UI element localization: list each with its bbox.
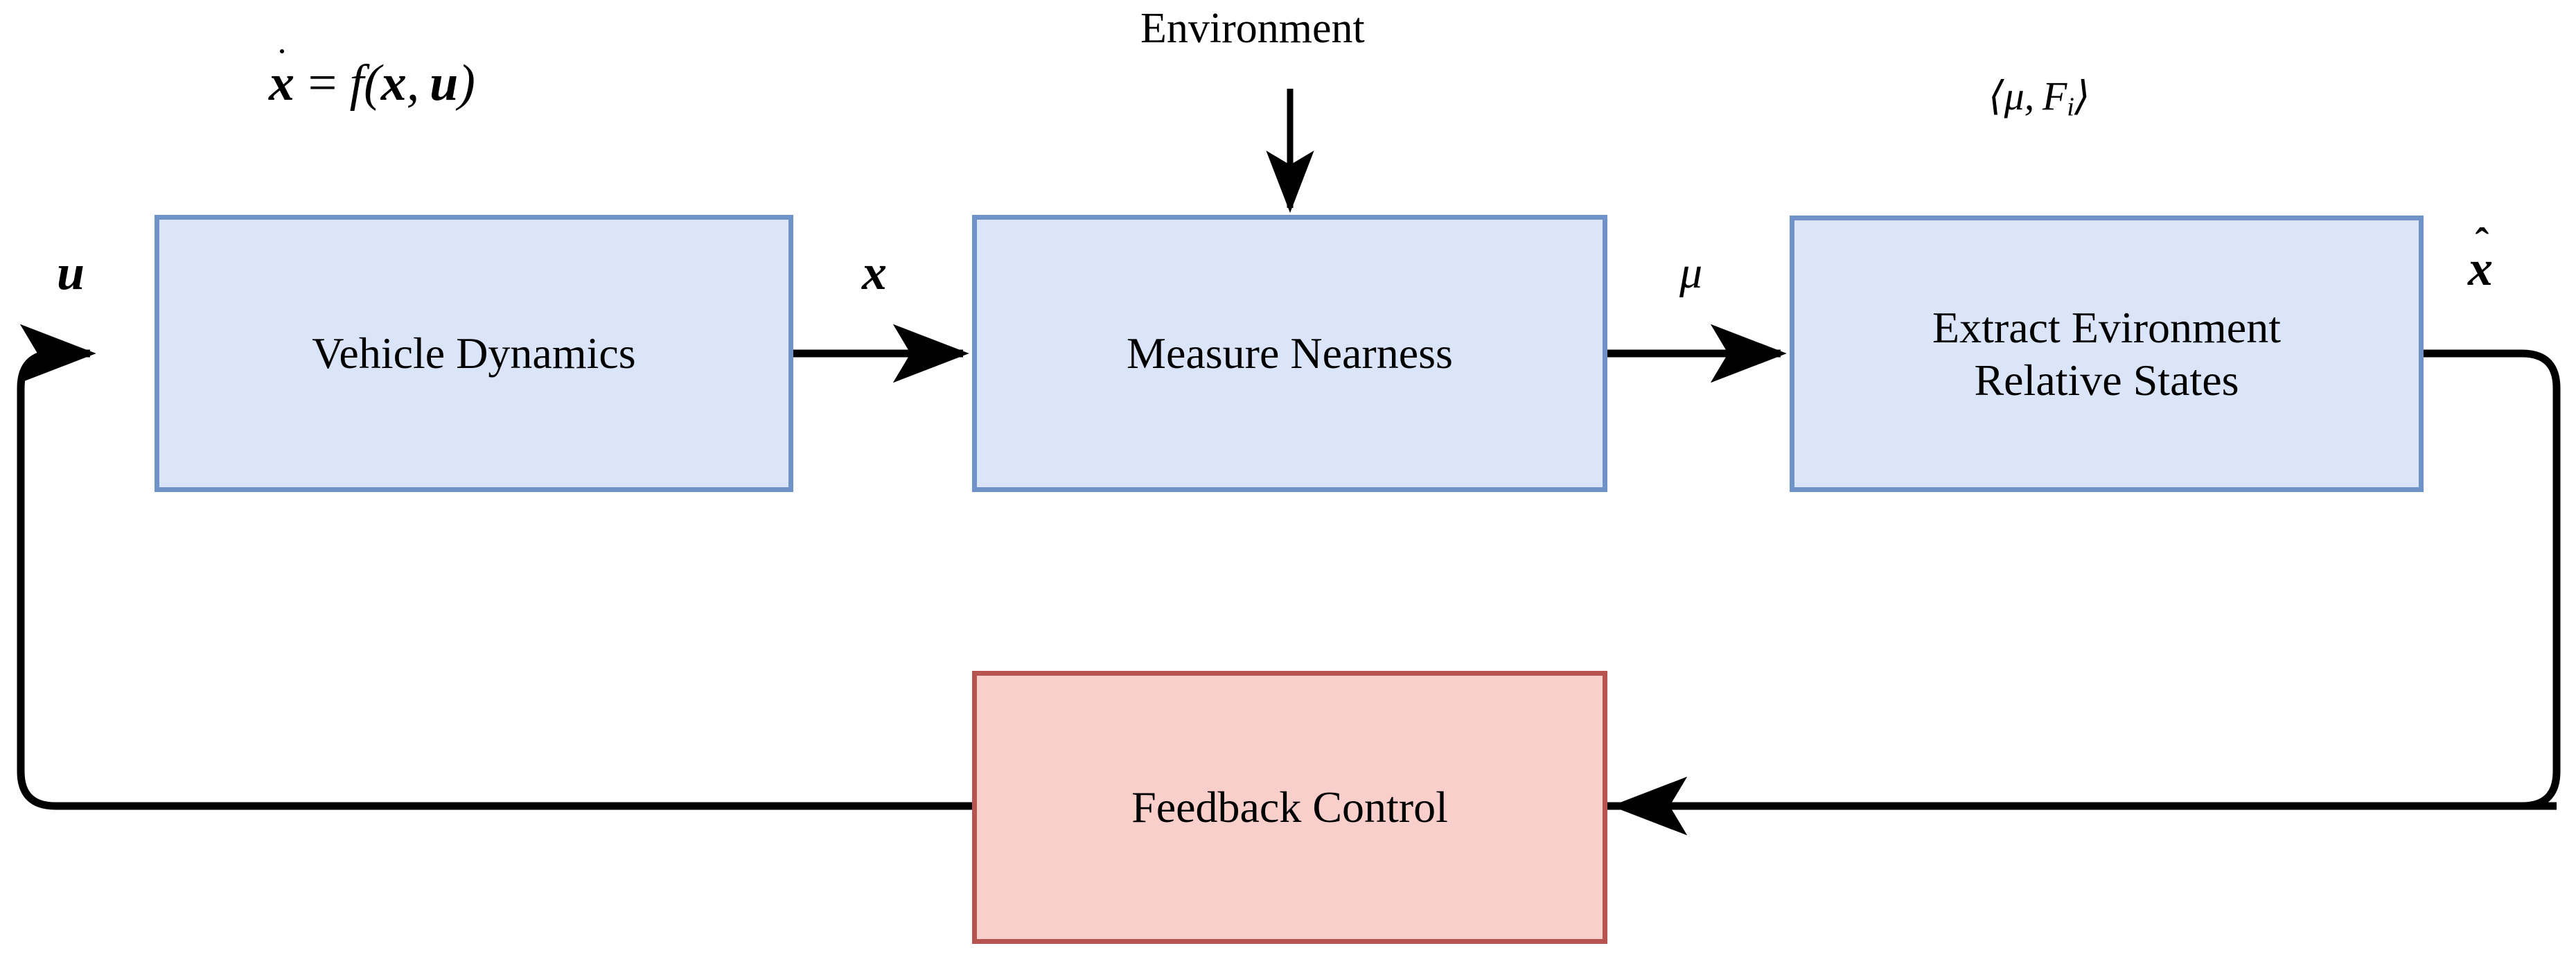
signal-label-x: x [862,245,887,300]
block-vehicle-dynamics[interactable]: Vehicle Dynamics [155,215,793,492]
label-environment: Environment [1140,5,1365,52]
block-measure-nearness-label: Measure Nearness [1127,328,1453,378]
block-extract-states-label: Extract Evironment Relative States [1932,302,2281,405]
equation-vehicle-dynamics: ˙x = f(x, u) [269,43,475,112]
block-measure-nearness[interactable]: Measure Nearness [972,215,1607,492]
block-feedback-control[interactable]: Feedback Control [972,671,1607,944]
signal-label-mu: μ [1679,247,1703,298]
equation-extract-states: ⟨μ, Fi⟩ [1988,73,2090,122]
block-feedback-control-label: Feedback Control [1131,782,1448,832]
block-extract-environment-relative-states[interactable]: Extract Evironment Relative States [1790,216,2424,492]
signal-label-u: u [57,245,85,300]
block-vehicle-dynamics-label: Vehicle Dynamics [312,328,636,378]
